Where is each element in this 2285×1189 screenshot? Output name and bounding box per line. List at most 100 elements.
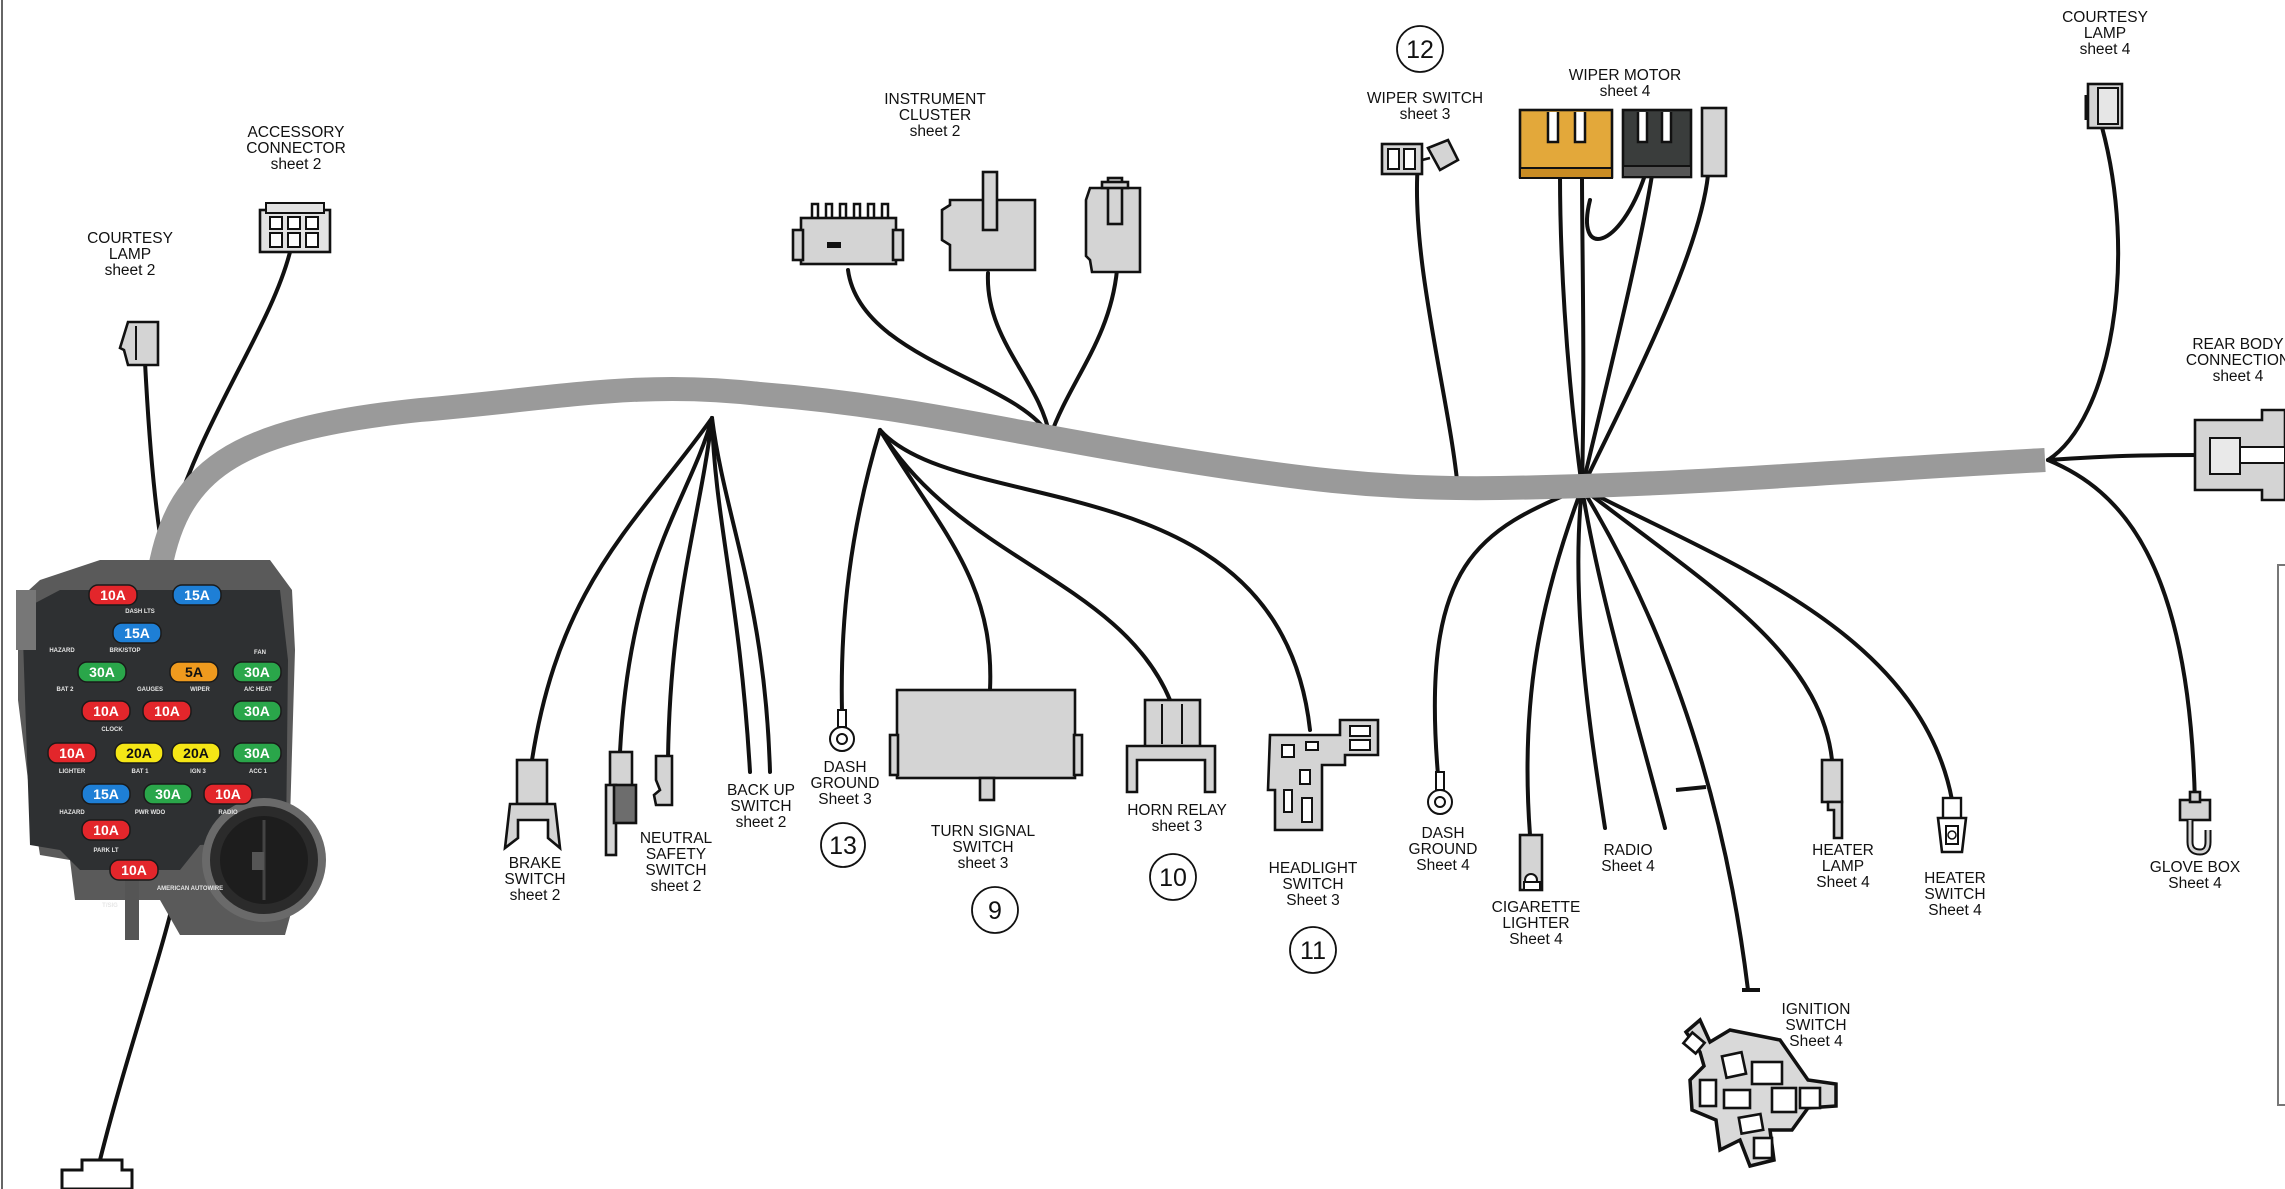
callout-9: 9: [971, 886, 1019, 934]
callout-10: 10: [1149, 853, 1197, 901]
callout-11-text: 11: [1300, 937, 1326, 965]
fuse-tag: CLOCK: [101, 727, 123, 733]
fuse-4: 30A: [77, 661, 127, 683]
dash-ground-right-terminal: [1427, 771, 1453, 815]
wires: [98, 118, 2202, 1162]
bottom-left-connector: [60, 1158, 134, 1189]
fuse-rating: 10A: [100, 587, 126, 603]
fuse-rating: 10A: [93, 822, 119, 838]
glove-box-connector: [2178, 790, 2212, 856]
fuse-tag: PWR WDO: [135, 810, 166, 816]
fuse-tag: BRK/STOP: [110, 648, 141, 654]
fuse-5: 5A: [169, 661, 219, 683]
fuse-tag: BAT 2: [57, 687, 75, 693]
heater-lamp-connector: [1820, 758, 1844, 840]
fuse-tag: HAZARD: [49, 648, 75, 654]
fuse-rating: 30A: [244, 745, 270, 761]
fuse-rating: 10A: [93, 703, 119, 719]
fuse-tag: T/SIG: [102, 903, 118, 909]
callout-10-text: 10: [1159, 864, 1187, 892]
wiper-motor-connectors: [1518, 106, 1728, 179]
fuse-rating: 10A: [59, 745, 85, 761]
callout-12-text: 12: [1406, 36, 1434, 64]
fuse-rating: 10A: [154, 703, 180, 719]
fuse-tag: WIPER: [190, 687, 210, 693]
fuse-17: 10A: [81, 819, 131, 841]
turn-signal-switch-connector: [888, 688, 1084, 802]
fuse-panel: 10A 15A 15A 30A 5A 30A 10A 10A 30A 10A 20A 20A 30A 15…: [16, 560, 326, 940]
fuse-tag: A/C HEAT: [244, 687, 272, 693]
fuse-tag: ACC 1: [249, 769, 268, 775]
fuse-2: 15A: [172, 584, 222, 606]
ignition-switch-connector: [1681, 1017, 1838, 1169]
fuse-tag: DASH LTS: [125, 609, 155, 615]
fuse-8: 10A: [142, 700, 192, 722]
fuse-6: 30A: [232, 661, 282, 683]
dash-ground-left-terminal: [829, 709, 855, 752]
fuse-rating: 20A: [126, 745, 152, 761]
fuse-tag: RADIO: [218, 810, 238, 816]
heater-switch-connector: [1936, 796, 1968, 854]
fuse-3: 15A: [112, 622, 162, 644]
fuse-tag: AMERICAN AUTOWIRE: [157, 886, 223, 892]
callout-13: 13: [820, 822, 866, 868]
fuse-12: 20A: [171, 742, 221, 764]
fuse-tag: HAZARD: [59, 810, 85, 816]
horn-relay-connector: [1125, 698, 1217, 794]
fuse-tag: BAT 1: [132, 769, 150, 775]
fuse-7: 10A: [81, 700, 131, 722]
courtesy-lamp-left-connector: [118, 320, 160, 367]
callout-9-text: 9: [988, 897, 1002, 925]
fuse-14: 15A: [81, 783, 131, 805]
fuse-13: 30A: [232, 742, 282, 764]
fuse-tag: LIGHTER: [59, 769, 86, 775]
brake-switch-connector: [503, 758, 562, 852]
fuse-rating: 15A: [184, 587, 210, 603]
rear-body-connector: [2193, 408, 2285, 502]
fuse-rating: 5A: [185, 664, 203, 680]
courtesy-lamp-right-connector: [2084, 82, 2124, 130]
fuse-rating: 30A: [155, 786, 181, 802]
headlight-switch-connector: [1266, 718, 1380, 832]
fuse-rating: 30A: [89, 664, 115, 680]
instrument-cluster-connectors: [791, 170, 1142, 274]
callout-13-text: 13: [829, 832, 857, 860]
fuse-1: 10A: [88, 584, 138, 606]
fuse-rating: 15A: [124, 625, 150, 641]
fuse-rating: 20A: [183, 745, 209, 761]
fuse-rating: 10A: [215, 786, 241, 802]
fuse-10: 10A: [47, 742, 97, 764]
fuse-rating: 10A: [121, 862, 147, 878]
fuse-18: 10A: [109, 859, 159, 881]
fuse-16: 10A: [203, 783, 253, 805]
fuse-11: 20A: [114, 742, 164, 764]
fuse-tag: IGN 3: [190, 769, 206, 775]
accessory-connector: [258, 202, 332, 254]
main-harness: [146, 376, 2046, 582]
neutral-safety-switch-connector: [604, 750, 674, 857]
fuse-tag: FAN: [254, 650, 266, 656]
fuse-rating: 30A: [244, 703, 270, 719]
fuse-tag: PARK LT: [93, 848, 118, 854]
